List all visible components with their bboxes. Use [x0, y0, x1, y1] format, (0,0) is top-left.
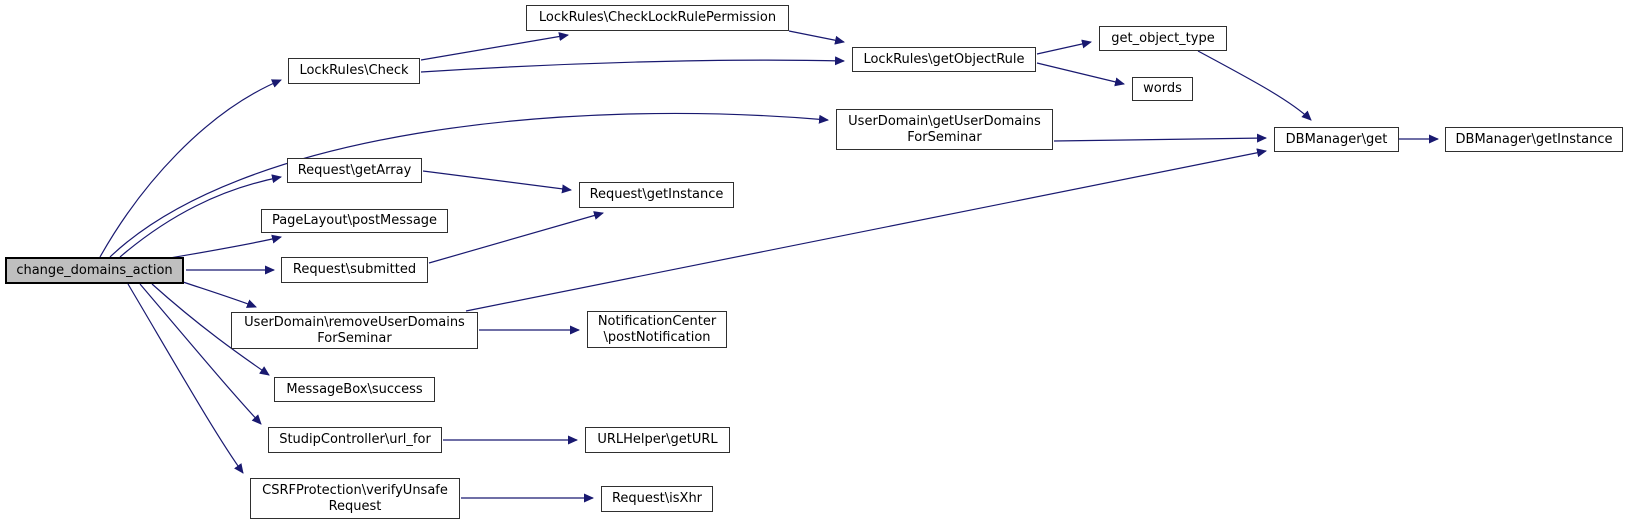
node-request-isxhr[interactable]: Request\isXhr	[601, 486, 713, 512]
node-userdomain-removeuserdomainsforseminar[interactable]: UserDomain\removeUserDomains ForSeminar	[231, 312, 478, 349]
edge-get_object_type-to-dbmanager_get	[1197, 50, 1312, 121]
edge-change_domains_action-to-messagebox_success	[151, 283, 270, 376]
node-get_object_type[interactable]: get_object_type	[1099, 26, 1227, 51]
edge-lockrules_checklockrulepermission-to-lockrules_getobjectrule	[788, 30, 845, 45]
edge-lockrules_check-to-lockrules_checklockrulepermission	[420, 32, 569, 61]
node-request-getinstance[interactable]: Request\getInstance	[579, 182, 734, 208]
node-lockrules-checklockrulepermission[interactable]: LockRules\CheckLockRulePermission	[526, 5, 789, 31]
node-words[interactable]: words	[1132, 77, 1193, 101]
node-request-submitted[interactable]: Request\submitted	[281, 257, 428, 283]
node-lockrules-check[interactable]: LockRules\Check	[288, 58, 420, 84]
node-dbmanager-get[interactable]: DBManager\get	[1274, 127, 1399, 152]
edge-request_getarray-to-request_getinstance	[422, 170, 572, 194]
node-dbmanager-getinstance[interactable]: DBManager\getInstance	[1445, 127, 1623, 152]
edge-change_domains_action-to-userdomain_getuserdomainsforseminar	[109, 112, 829, 258]
edge-request_submitted-to-request_getinstance	[428, 211, 604, 264]
node-lockrules-getobjectrule[interactable]: LockRules\getObjectRule	[852, 47, 1036, 72]
edge-userdomain_removeuserdomainsforseminar-to-dbmanager_get	[465, 148, 1267, 312]
edge-lockrules_getobjectrule-to-words	[1036, 62, 1125, 87]
node-urlhelper-geturl[interactable]: URLHelper\getURL	[585, 427, 730, 453]
node-userdomain-getuserdomainsforseminar[interactable]: UserDomain\getUserDomains ForSeminar	[836, 109, 1053, 150]
edge-lockrules_getobjectrule-to-get_object_type	[1036, 39, 1092, 55]
node-notificationcenter-postnotification[interactable]: NotificationCenter \postNotification	[587, 311, 727, 348]
node-studipcontroller-url_for[interactable]: StudipController\url_for	[268, 427, 442, 453]
edge-userdomain_getuserdomainsforseminar-to-dbmanager_get	[1053, 133, 1267, 143]
edge-change_domains_action-to-pagelayout_postmessage	[169, 234, 282, 259]
node-pagelayout-postmessage[interactable]: PageLayout\postMessage	[261, 209, 448, 233]
edge-change_domains_action-to-studipcontroller_url_for	[139, 283, 262, 425]
edge-change_domains_action-to-request_getarray	[119, 174, 282, 258]
edge-lockrules_check-to-lockrules_getobjectrule	[420, 56, 845, 73]
node-messagebox-success[interactable]: MessageBox\success	[274, 377, 435, 402]
edge-change_domains_action-to-csrfprotection_verifyunsaferequest	[127, 283, 244, 474]
node-request-getarray[interactable]: Request\getArray	[287, 158, 422, 183]
edge-change_domains_action-to-userdomain_removeuserdomainsforseminar	[182, 281, 257, 308]
node-csrfprotection-verifyunsaferequest[interactable]: CSRFProtection\verifyUnsafe Request	[250, 478, 460, 519]
node-change_domains_action: change_domains_action	[5, 257, 184, 284]
edge-change_domains_action-to-lockrules_check	[99, 79, 282, 258]
